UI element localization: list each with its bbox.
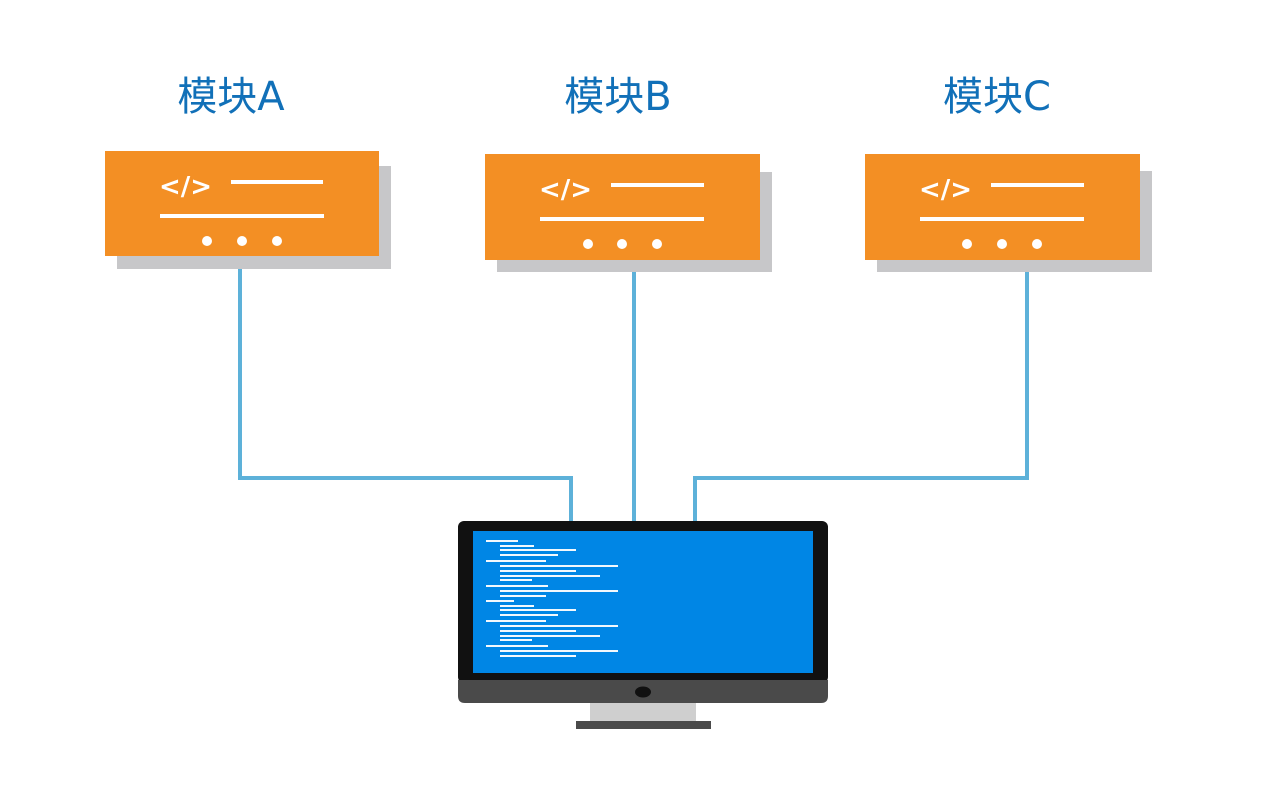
connectors [238, 268, 1029, 524]
module-title-c: 模块C [943, 74, 1051, 120]
ellipsis-dot [583, 239, 593, 249]
ellipsis-dot [272, 236, 282, 246]
code-line [611, 183, 704, 187]
code-line [486, 600, 514, 602]
code-line [486, 560, 546, 562]
code-line [500, 545, 534, 547]
code-line [500, 614, 558, 616]
code-line [500, 579, 532, 581]
connector-c [693, 270, 1029, 524]
code-line [500, 609, 576, 611]
desktop-monitor-icon [458, 521, 828, 729]
ellipsis-dot [202, 236, 212, 246]
code-window-icon: </> [159, 172, 324, 246]
code-line [486, 645, 548, 647]
code-line [486, 585, 548, 587]
code-line [486, 540, 518, 542]
ellipsis-dot [997, 239, 1007, 249]
code-line [160, 214, 324, 218]
ellipsis-dot [237, 236, 247, 246]
code-line [920, 217, 1084, 221]
module-title-a: 模块A [177, 74, 285, 120]
code-window-icon: </> [539, 175, 704, 249]
ellipsis-dot [962, 239, 972, 249]
code-line [500, 630, 576, 632]
code-window-icon: </> [919, 175, 1084, 249]
code-glyph: </> [539, 175, 592, 205]
code-line [500, 650, 618, 652]
code-line [500, 635, 600, 637]
code-line [500, 625, 618, 627]
module-title-b: 模块B [564, 74, 672, 120]
code-line [500, 549, 576, 551]
code-line [500, 554, 558, 556]
module-card-c: </> [865, 154, 1152, 272]
code-glyph: </> [919, 175, 972, 205]
connector-a [238, 268, 573, 524]
ellipsis-dot [617, 239, 627, 249]
code-line [500, 605, 534, 607]
code-glyph: </> [159, 172, 212, 202]
code-line [500, 570, 576, 572]
code-line [991, 183, 1084, 187]
monitor-stand-neck [590, 701, 696, 723]
code-line [500, 565, 618, 567]
code-line [500, 575, 600, 577]
code-line [500, 595, 546, 597]
monitor-logo [635, 686, 651, 698]
code-line [500, 639, 532, 641]
code-line [500, 655, 576, 657]
module-card-b: </> [485, 154, 772, 272]
ellipsis-dot [1032, 239, 1042, 249]
monitor-stand-base [576, 721, 711, 729]
code-line [486, 620, 546, 622]
code-line [231, 180, 323, 184]
module-card-a: </> [105, 151, 391, 269]
code-line [540, 217, 704, 221]
code-line [500, 590, 618, 592]
ellipsis-dot [652, 239, 662, 249]
code-lines [486, 540, 618, 657]
